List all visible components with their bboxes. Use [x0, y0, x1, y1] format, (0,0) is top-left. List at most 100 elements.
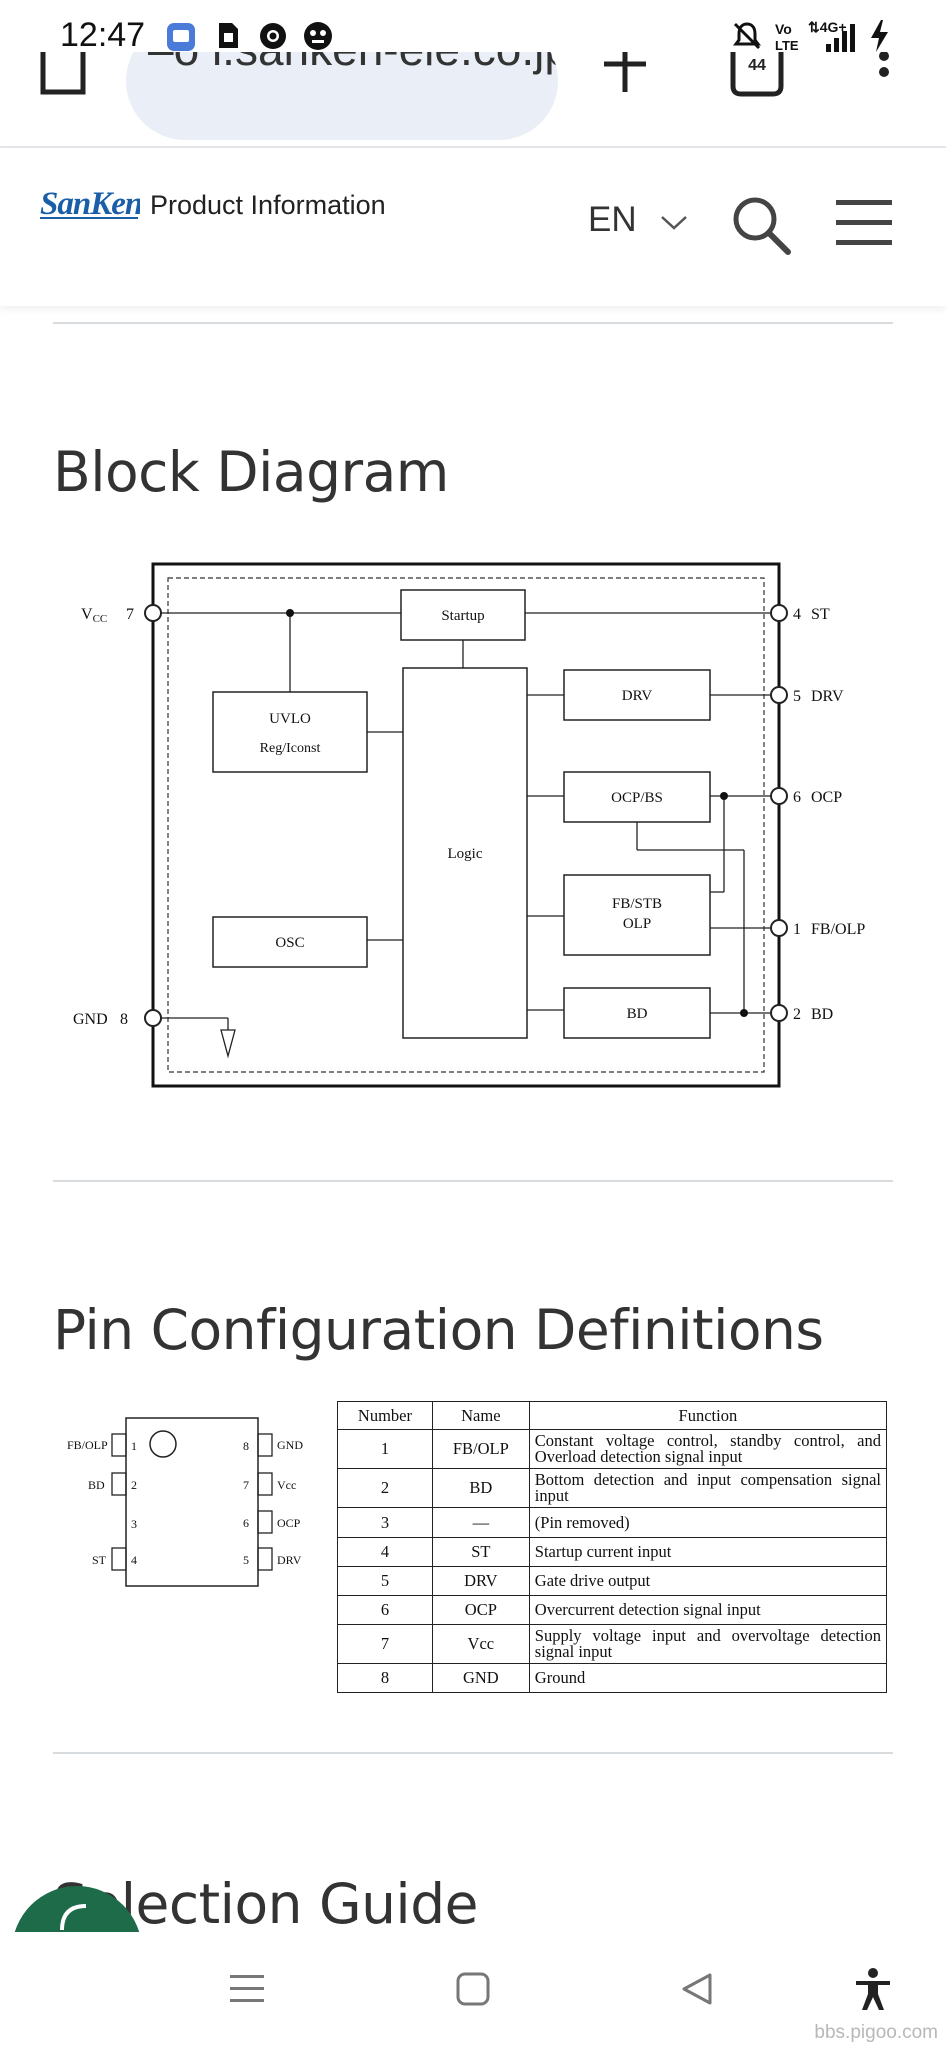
svg-text:⇅4G+: ⇅4G+	[808, 19, 847, 35]
pkg-pin1-label: FB/OLP	[67, 1438, 108, 1452]
divider	[53, 1180, 893, 1182]
pkg-pin8-num: 8	[243, 1439, 249, 1453]
col-header-number: Number	[337, 1401, 433, 1430]
cell-function: Bottom detection and input compensation …	[528, 1468, 888, 1508]
pin-st-terminal	[770, 604, 788, 622]
pkg-pin4-num: 4	[131, 1553, 137, 1567]
table-row: 2 BD Bottom detection and input compensa…	[337, 1468, 888, 1508]
fb-stb-olp-block	[563, 874, 711, 956]
cell-function: (Pin removed)	[528, 1507, 888, 1538]
pin-config-heading: Pin Configuration Definitions	[53, 1298, 824, 1362]
cell-name: DRV	[431, 1566, 530, 1596]
pin-fb-olp-name: FB/OLP	[811, 921, 865, 938]
table-row: 8 GND Ground	[337, 1663, 888, 1693]
home-square-icon[interactable]	[456, 1972, 490, 2006]
pin-definition-table: Number Name Function 1 FB/OLP Constant v…	[337, 1401, 888, 1693]
tab-count: 44	[748, 57, 766, 74]
cell-name: —	[431, 1507, 530, 1538]
right-pins: 4 ST 5 DRV 6 OCP 1 FB/OLP 2 BD	[770, 604, 865, 1023]
recent-apps-icon[interactable]	[230, 1974, 264, 2004]
cell-number: 5	[337, 1566, 433, 1596]
pkg-pin5-label: DRV	[277, 1553, 302, 1567]
cell-function: Supply voltage input and overvoltage det…	[528, 1624, 888, 1664]
url-text: –o i.sanken-ele.co.jp	[148, 52, 558, 76]
startup-block	[400, 589, 526, 641]
divider	[53, 1752, 893, 1754]
divider	[53, 322, 893, 324]
pkg-pin1-num: 1	[131, 1439, 137, 1453]
cell-name: FB/OLP	[431, 1429, 530, 1469]
back-icon[interactable]	[680, 1972, 714, 2006]
status-time: 12:47	[60, 16, 146, 54]
chat-button[interactable]	[0, 1880, 150, 1932]
signal-4g-icon: ⇅4G+	[808, 19, 855, 52]
cell-number: 1	[337, 1429, 433, 1469]
startup-label: Startup	[441, 608, 484, 624]
pin-ocp-number: 6	[793, 789, 801, 806]
more-icon[interactable]	[872, 52, 896, 98]
ocp-bs-label: OCP/BS	[611, 790, 663, 806]
cell-function: Constant voltage control, standby contro…	[528, 1429, 888, 1469]
cell-number: 4	[337, 1537, 433, 1567]
new-tab-icon[interactable]	[602, 52, 648, 92]
table-header-row: Number Name Function	[337, 1401, 888, 1430]
pin-drv-name: DRV	[811, 688, 844, 705]
sanken-logo[interactable]: SanKen	[40, 184, 140, 224]
cell-function: Gate drive output	[528, 1566, 888, 1596]
cell-name: ST	[431, 1537, 530, 1567]
table-row: 4 ST Startup current input	[337, 1537, 888, 1567]
table-row: 5 DRV Gate drive output	[337, 1566, 888, 1596]
pin-bd-terminal	[770, 1004, 788, 1022]
chrome-icon	[260, 23, 286, 49]
url-bar[interactable]: –o i.sanken-ele.co.jp	[126, 52, 558, 140]
pin-vcc-name: VCC	[81, 606, 107, 625]
game-icon	[304, 22, 332, 50]
cell-number: 8	[337, 1663, 433, 1693]
pin-ocp-terminal	[770, 787, 788, 805]
col-header-function: Function	[528, 1401, 888, 1430]
pin-drv-number: 5	[793, 688, 801, 705]
pin-fb-olp-terminal	[770, 919, 788, 937]
uvlo-label: UVLO	[269, 711, 311, 727]
pkg-pin5-num: 5	[243, 1553, 249, 1567]
pin-gnd-number: 8	[120, 1011, 128, 1028]
pkg-pin3-num: 3	[131, 1517, 137, 1531]
cell-function: Overcurrent detection signal input	[528, 1595, 888, 1625]
col-header-name: Name	[431, 1401, 530, 1430]
cell-name: OCP	[431, 1595, 530, 1625]
language-selector[interactable]: EN	[588, 200, 637, 239]
chevron-down-icon[interactable]	[660, 214, 688, 232]
olp-label: OLP	[623, 916, 651, 932]
bd-label: BD	[627, 1006, 648, 1022]
osc-label: OSC	[275, 935, 304, 951]
block-diagram-heading: Block Diagram	[53, 440, 449, 504]
pkg-pin7-num: 7	[243, 1478, 249, 1492]
ic-outline	[151, 562, 781, 1088]
pin-vcc-number: 7	[126, 606, 134, 623]
pin-bd-name: BD	[811, 1006, 833, 1023]
svg-text:Vo: Vo	[775, 21, 792, 37]
search-icon[interactable]	[730, 194, 792, 256]
pin-bd-number: 2	[793, 1006, 801, 1023]
battery-charging-icon	[871, 20, 888, 52]
cell-number: 2	[337, 1468, 433, 1508]
home-icon[interactable]	[38, 52, 88, 98]
product-information-label[interactable]: Product Information	[150, 190, 386, 220]
pin-st-number: 4	[793, 606, 801, 623]
logic-label: Logic	[448, 846, 483, 862]
table-row: 6 OCP Overcurrent detection signal input	[337, 1595, 888, 1625]
cell-name: GND	[431, 1663, 530, 1693]
pkg-pin7-label: Vcc	[277, 1478, 296, 1492]
tabs-icon[interactable]: 44	[730, 52, 784, 98]
pkg-pin2-label: BD	[88, 1478, 105, 1492]
browser-toolbar: –o i.sanken-ele.co.jp 44	[0, 52, 946, 148]
uvlo-block	[212, 691, 368, 773]
pin1-marker	[149, 1430, 177, 1458]
accessibility-icon[interactable]	[854, 1968, 892, 2012]
package-body	[125, 1417, 259, 1587]
cell-function: Ground	[528, 1663, 888, 1693]
menu-icon[interactable]	[836, 200, 892, 246]
junction-dot	[286, 609, 294, 617]
volte-icon: Vo LTE	[775, 21, 799, 53]
pin-gnd-name: GND	[73, 1011, 108, 1028]
